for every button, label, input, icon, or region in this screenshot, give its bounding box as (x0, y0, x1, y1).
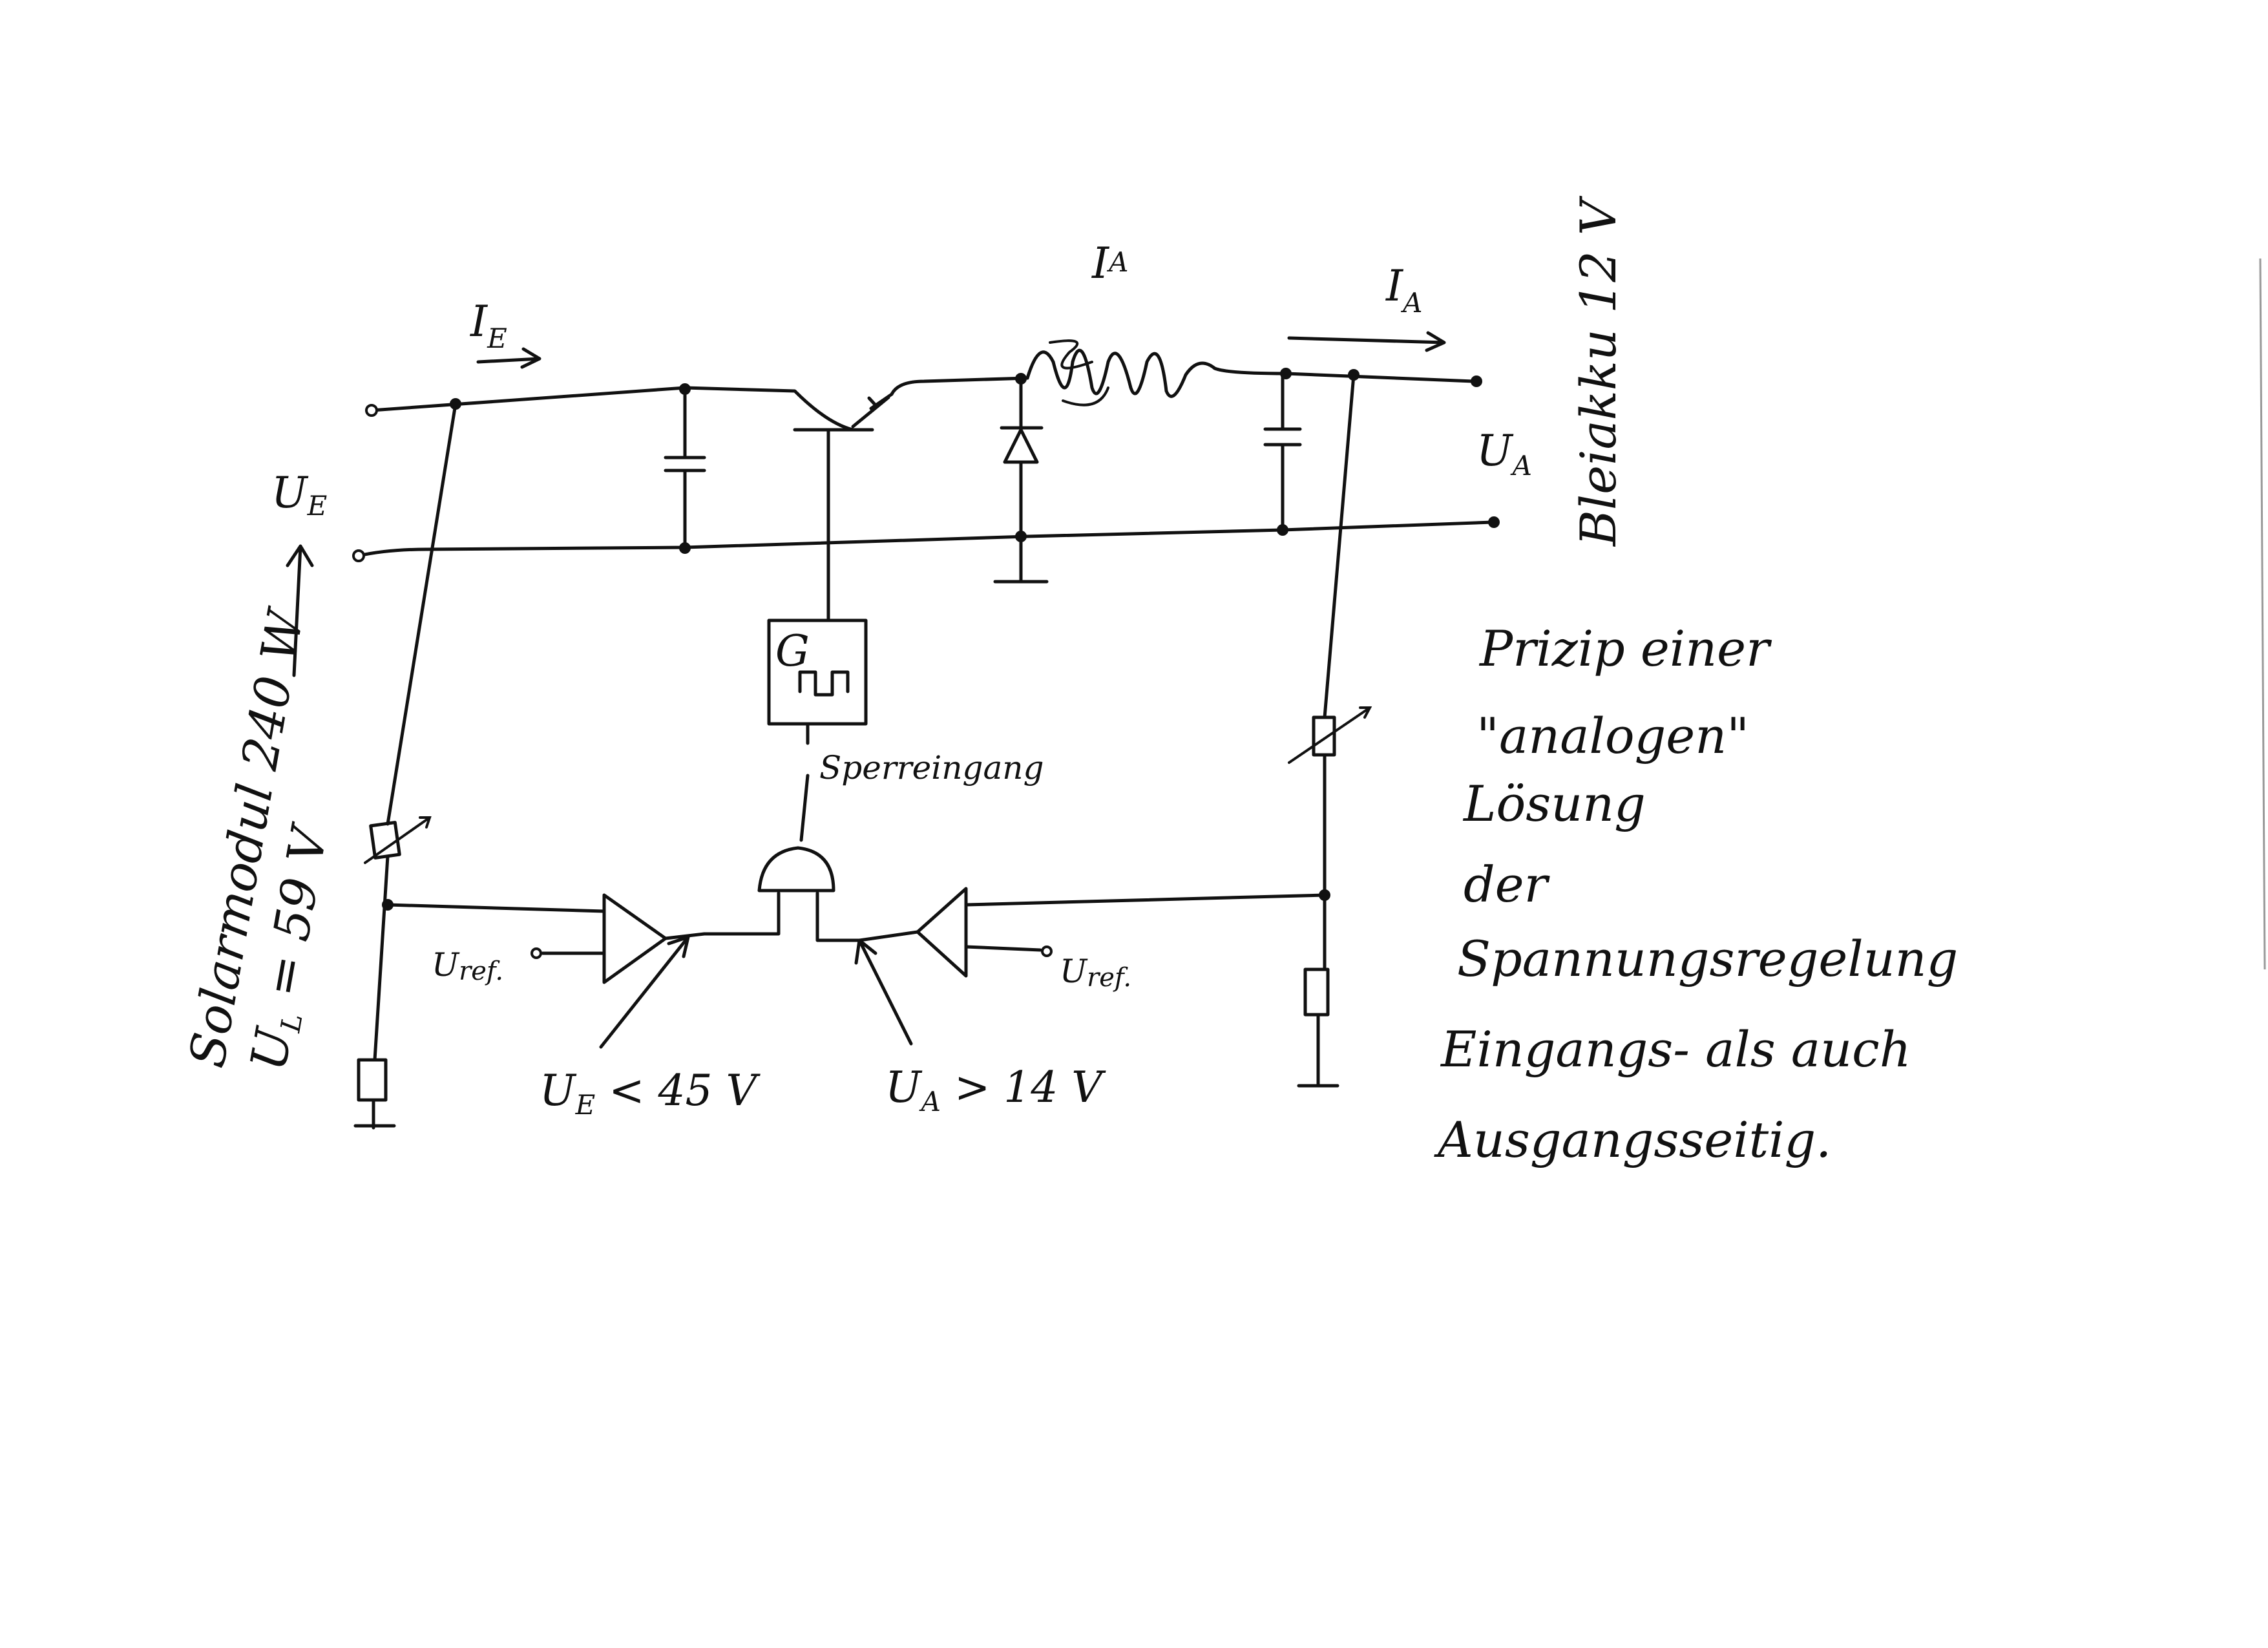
output-threshold-label: UA > 14 V (885, 1062, 1106, 1117)
freewheel-diode (993, 377, 1049, 584)
junction-dots (382, 368, 1360, 911)
output-comparator (857, 887, 1327, 978)
output-capacitor (1263, 372, 1302, 532)
note-line-6: Eingangs- als auch (1440, 1020, 1911, 1078)
output-terminal-positive (1471, 375, 1482, 387)
input-current-label: IE (470, 297, 507, 354)
input-voltage-divider (353, 402, 457, 1130)
input-comparator (386, 893, 706, 984)
inhibit-input-label: Sperreingang (819, 749, 1044, 787)
current-sensor-arrow (1049, 339, 1093, 370)
note-line-7: Ausgangsseitig. (1434, 1111, 1831, 1168)
battery-label: Bleiakku 12 V (1570, 195, 1627, 547)
top-rail (370, 366, 1475, 432)
generator-letter: G (775, 626, 810, 676)
scan-edge (2259, 258, 2266, 970)
output-voltage-divider (1288, 373, 1372, 1088)
pwm-generator (767, 618, 868, 842)
principle-note: Prizip einer "analogen" Lösung der Spann… (1434, 620, 1958, 1168)
note-line-1: Prizip einer (1478, 620, 1772, 677)
note-line-3: Lösung (1462, 775, 1646, 832)
storage-inductor (1025, 339, 1217, 407)
output-voltage-label: UA (1476, 426, 1532, 481)
input-threshold-label: UE < 45 V (540, 1066, 761, 1121)
bottom-rail (357, 520, 1495, 558)
output-terminal-negative (1488, 516, 1500, 528)
reference-voltage-right: Uref. (1060, 953, 1131, 993)
input-terminal-negative (352, 549, 365, 562)
switching-transistor (793, 392, 894, 622)
input-capacitor (664, 387, 706, 550)
note-line-4: der (1464, 856, 1551, 913)
reference-voltage-left: Uref. (432, 946, 503, 986)
input-voltage-label: UE (271, 468, 327, 522)
input-terminal-positive (365, 404, 378, 417)
arrows (286, 331, 1446, 1049)
inductor-current-label: IA (1091, 238, 1128, 288)
note-line-5: Spannungsregelung (1457, 930, 1958, 988)
output-current-label: IA (1385, 261, 1422, 319)
note-line-2: "analogen" (1476, 707, 1749, 765)
or-gate (702, 846, 861, 942)
